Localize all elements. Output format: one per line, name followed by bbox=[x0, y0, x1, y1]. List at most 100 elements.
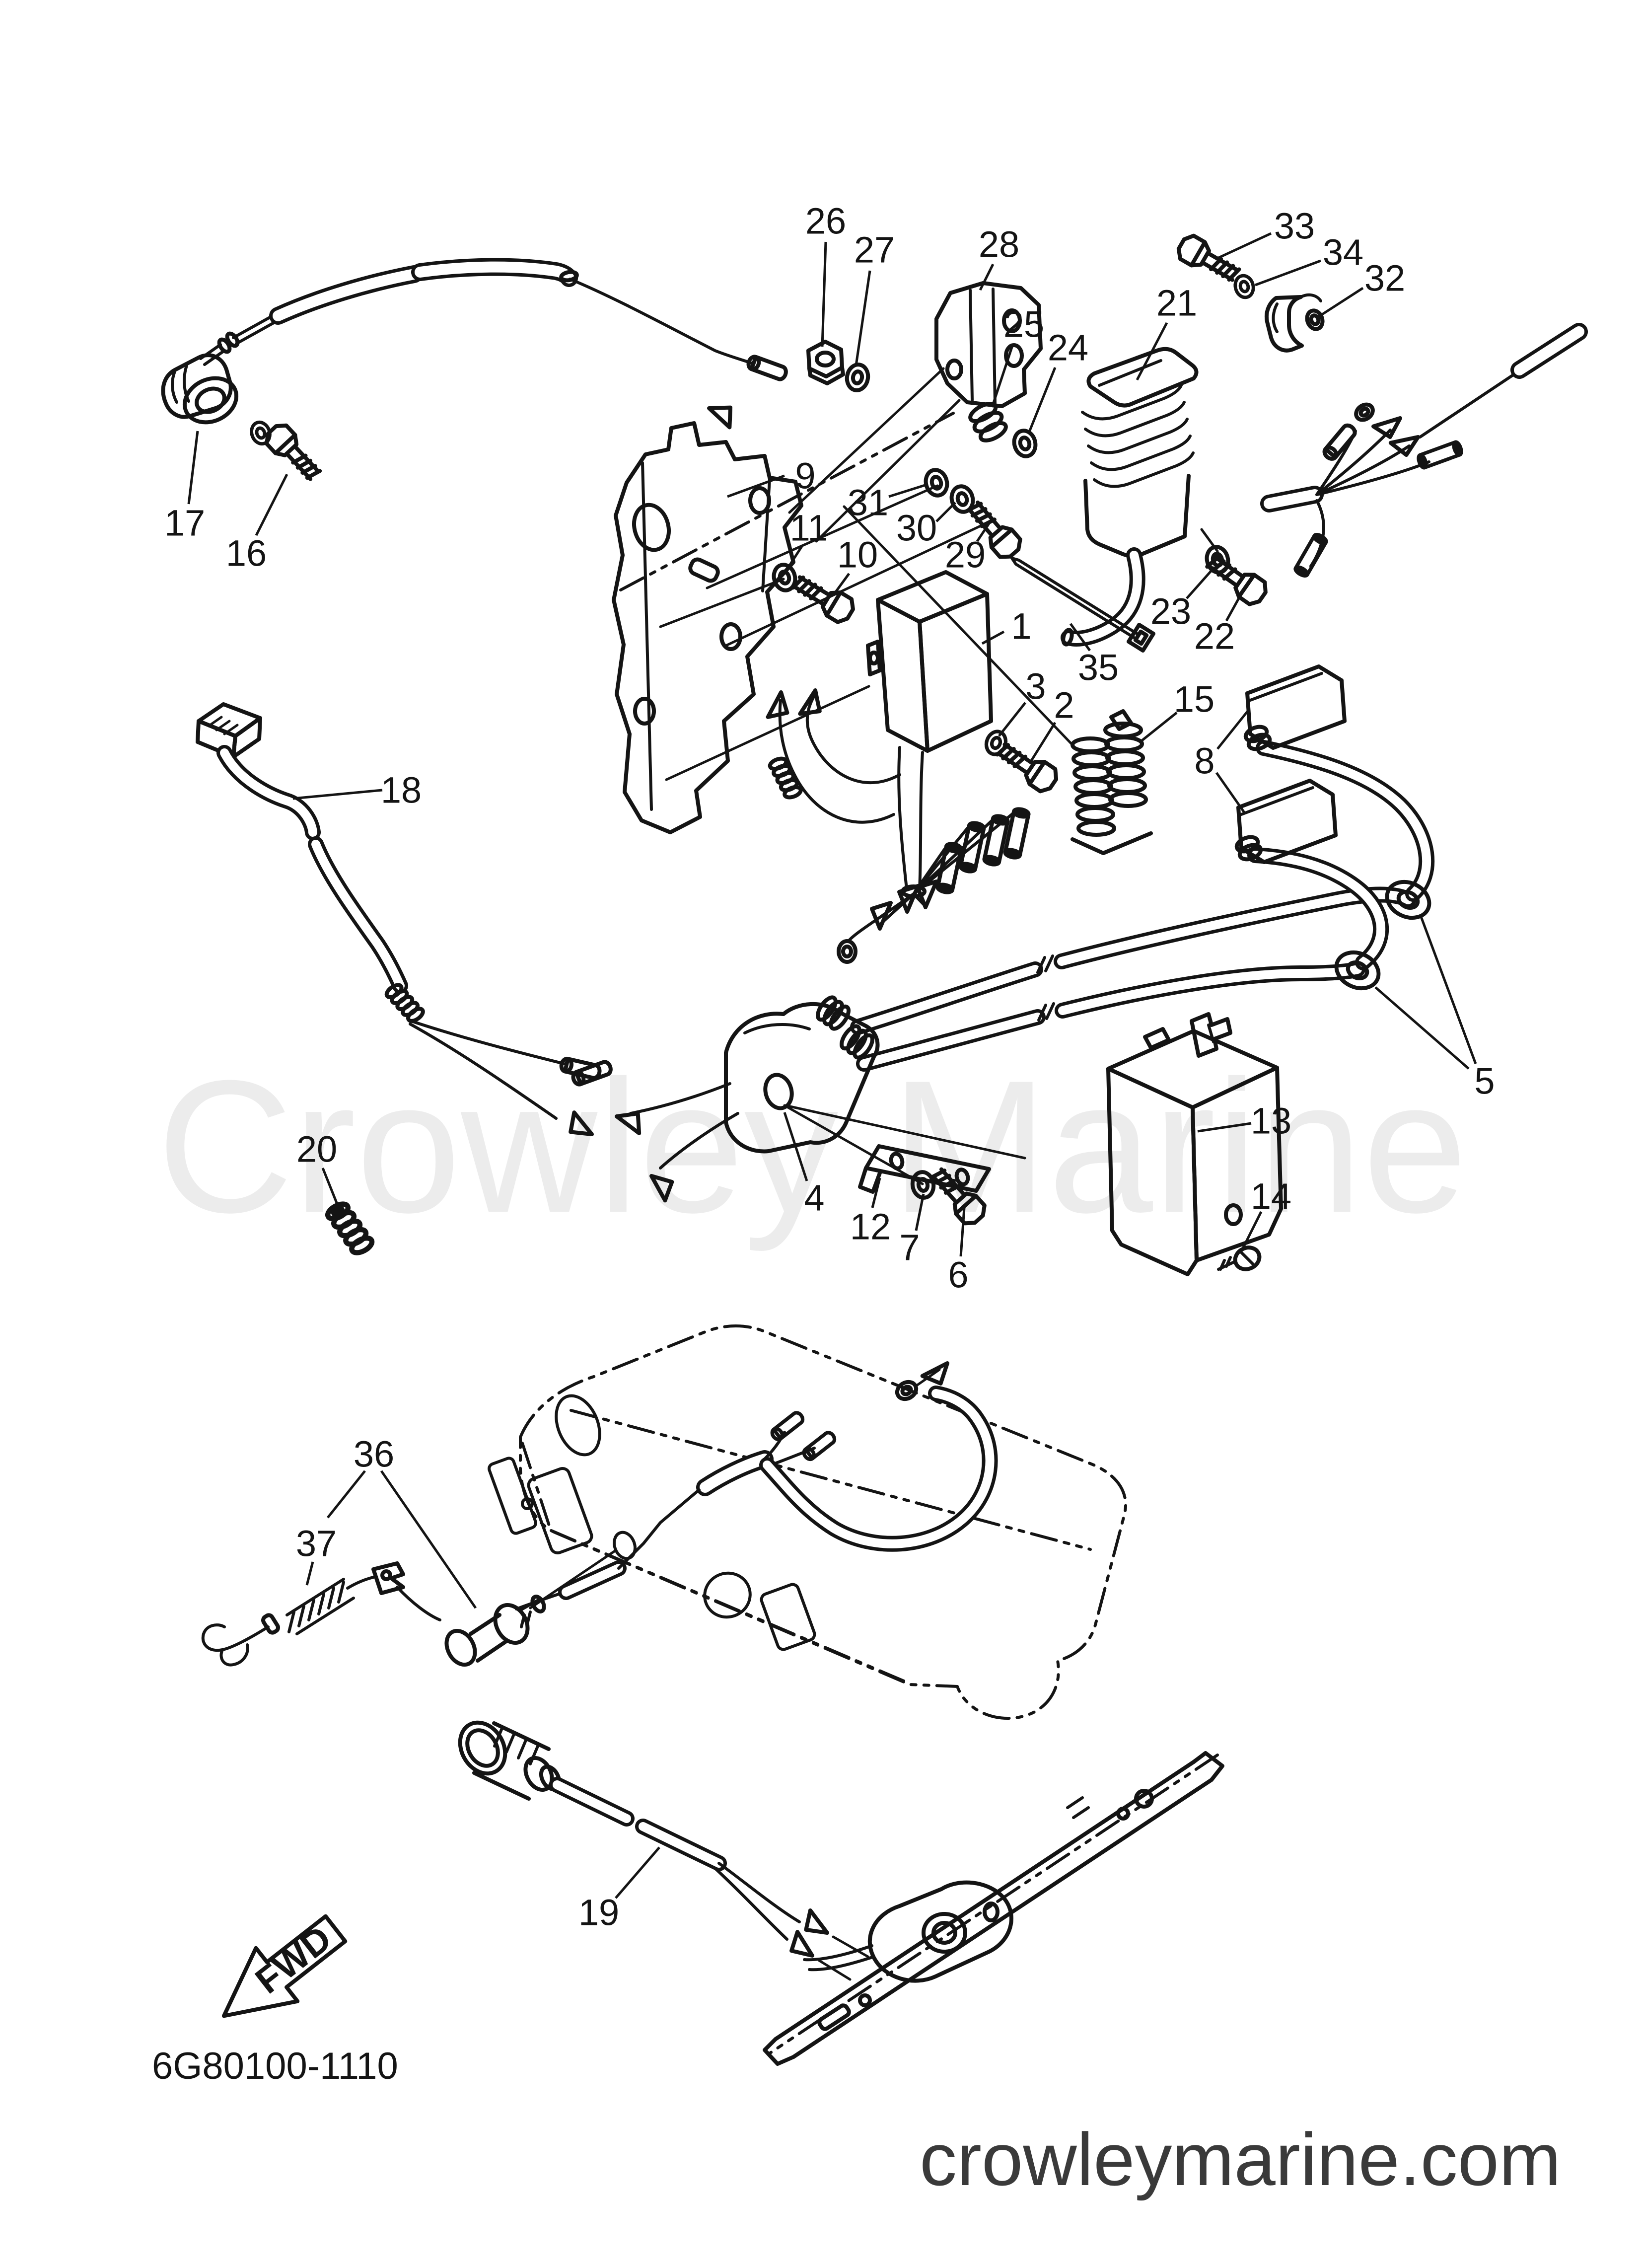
bottom-cowling-outline bbox=[488, 1324, 1128, 1720]
leader-line-34 bbox=[1255, 259, 1321, 287]
callout-1[interactable]: 1 bbox=[1011, 606, 1031, 647]
leader-line-25 bbox=[991, 344, 1014, 408]
callout-19[interactable]: 19 bbox=[578, 1892, 619, 1933]
callout-29[interactable]: 29 bbox=[945, 534, 986, 576]
leader-line-22 bbox=[1225, 591, 1244, 622]
part-grommet-25 bbox=[968, 402, 1008, 442]
part-stop-switch-36 bbox=[444, 1488, 701, 1667]
callout-36[interactable]: 36 bbox=[354, 1434, 394, 1475]
callout-34[interactable]: 34 bbox=[1323, 232, 1363, 273]
leader-line-36 bbox=[380, 1470, 477, 1609]
callout-28[interactable]: 28 bbox=[979, 224, 1019, 265]
leader-line-5 bbox=[1420, 916, 1477, 1064]
leader-line-8 bbox=[1215, 772, 1246, 813]
part-nut-26 bbox=[806, 340, 845, 385]
leader-line-2 bbox=[1029, 722, 1057, 763]
callout-27[interactable]: 27 bbox=[854, 229, 895, 271]
callout-37[interactable]: 37 bbox=[296, 1523, 337, 1564]
leader-line-1 bbox=[981, 630, 1005, 645]
callout-6[interactable]: 6 bbox=[948, 1254, 968, 1296]
callout-17[interactable]: 17 bbox=[164, 503, 205, 544]
leader-line-28 bbox=[979, 263, 995, 291]
callout-2[interactable]: 2 bbox=[1054, 685, 1074, 726]
leader-line-29 bbox=[976, 522, 991, 542]
callout-16[interactable]: 16 bbox=[226, 533, 267, 574]
callout-30[interactable]: 30 bbox=[896, 508, 937, 549]
part-ignition-coil-4 bbox=[571, 995, 880, 1201]
part-electrical-bracket-9 bbox=[612, 421, 803, 834]
leader-line-6 bbox=[959, 1207, 966, 1257]
callout-14[interactable]: 14 bbox=[1251, 1176, 1291, 1217]
leader-line-13 bbox=[1197, 1122, 1252, 1133]
part-grommet-5a bbox=[1385, 880, 1431, 920]
leader-line-31 bbox=[888, 483, 927, 498]
leader-line-23 bbox=[1186, 566, 1215, 599]
callout-3[interactable]: 3 bbox=[1025, 666, 1046, 707]
callout-8[interactable]: 8 bbox=[1194, 740, 1214, 782]
callout-5[interactable]: 5 bbox=[1474, 1061, 1495, 1102]
leader-line-10 bbox=[833, 573, 851, 595]
part-harness-18 bbox=[196, 702, 601, 1141]
leader-line-27 bbox=[855, 270, 871, 366]
leader-line-5 bbox=[1374, 986, 1470, 1070]
leader-line-4 bbox=[783, 1112, 808, 1181]
leader-line-36 bbox=[327, 1470, 366, 1519]
part-rectifier-21 bbox=[1061, 347, 1199, 647]
part-resistor-pack-15 bbox=[1071, 709, 1153, 855]
callout-12[interactable]: 12 bbox=[850, 1206, 891, 1247]
callout-22[interactable]: 22 bbox=[1194, 616, 1235, 657]
callout-18[interactable]: 18 bbox=[381, 770, 422, 811]
leader-line-12 bbox=[871, 1177, 881, 1208]
part-ground-leads bbox=[696, 1356, 998, 1552]
callout-31[interactable]: 31 bbox=[848, 482, 888, 523]
leader-line-30 bbox=[935, 502, 956, 522]
callout-4[interactable]: 4 bbox=[804, 1177, 824, 1219]
leader-line-9 bbox=[727, 474, 785, 498]
website-link[interactable]: crowleymarine.com bbox=[920, 2118, 1561, 2201]
part-spark-plug-cap-8b bbox=[1234, 779, 1338, 864]
callout-35[interactable]: 35 bbox=[1078, 647, 1119, 688]
callout-33[interactable]: 33 bbox=[1274, 206, 1315, 247]
part-ht-cables bbox=[850, 740, 1435, 1072]
callout-23[interactable]: 23 bbox=[1150, 591, 1191, 632]
callout-layer: 1234567891011121314151617181920212223242… bbox=[164, 201, 1495, 1933]
leader-line-21 bbox=[1136, 322, 1168, 381]
callout-10[interactable]: 10 bbox=[837, 534, 878, 576]
callout-26[interactable]: 26 bbox=[805, 201, 846, 242]
callout-25[interactable]: 25 bbox=[1003, 304, 1044, 345]
clamp-bracket-assembly bbox=[763, 1751, 1224, 2066]
part-cdi-unit-1 bbox=[768, 570, 1029, 964]
leader-line-20 bbox=[321, 1168, 342, 1213]
part-cable-tie-35 bbox=[1010, 557, 1156, 653]
leader-line-19 bbox=[615, 1846, 660, 1899]
leader-line-11 bbox=[785, 545, 803, 571]
leader-line-16 bbox=[255, 473, 288, 536]
leader-line-14 bbox=[1241, 1211, 1263, 1250]
callout-7[interactable]: 7 bbox=[899, 1227, 920, 1268]
watermark-text: Crowley Marine bbox=[157, 1041, 1468, 1253]
leader-line-24 bbox=[1027, 367, 1057, 434]
leader-line-35 bbox=[1069, 623, 1091, 652]
callout-15[interactable]: 15 bbox=[1174, 679, 1214, 720]
callout-21[interactable]: 21 bbox=[1156, 283, 1197, 324]
callout-32[interactable]: 32 bbox=[1364, 258, 1405, 299]
leader-line-7 bbox=[915, 1193, 925, 1231]
callout-20[interactable]: 20 bbox=[296, 1129, 337, 1170]
assembly-lines bbox=[619, 367, 1219, 1185]
callout-13[interactable]: 13 bbox=[1251, 1100, 1291, 1142]
callout-11[interactable]: 11 bbox=[790, 508, 828, 549]
diagram-code: 6G80100-1110 bbox=[152, 2045, 398, 2087]
leader-line-26 bbox=[821, 241, 827, 347]
callout-9[interactable]: 9 bbox=[795, 455, 815, 497]
leader-line-3 bbox=[998, 702, 1026, 737]
leader-line-8 bbox=[1216, 708, 1250, 750]
part-rectifier-harness bbox=[1260, 323, 1588, 578]
part-battery-cable-17 bbox=[161, 258, 787, 431]
callout-24[interactable]: 24 bbox=[1048, 327, 1088, 368]
part-thermo-switch-19 bbox=[458, 1720, 869, 1981]
part-grommet-5b bbox=[1334, 951, 1381, 990]
leader-line-17 bbox=[187, 431, 199, 505]
leader-line-18 bbox=[292, 789, 383, 800]
